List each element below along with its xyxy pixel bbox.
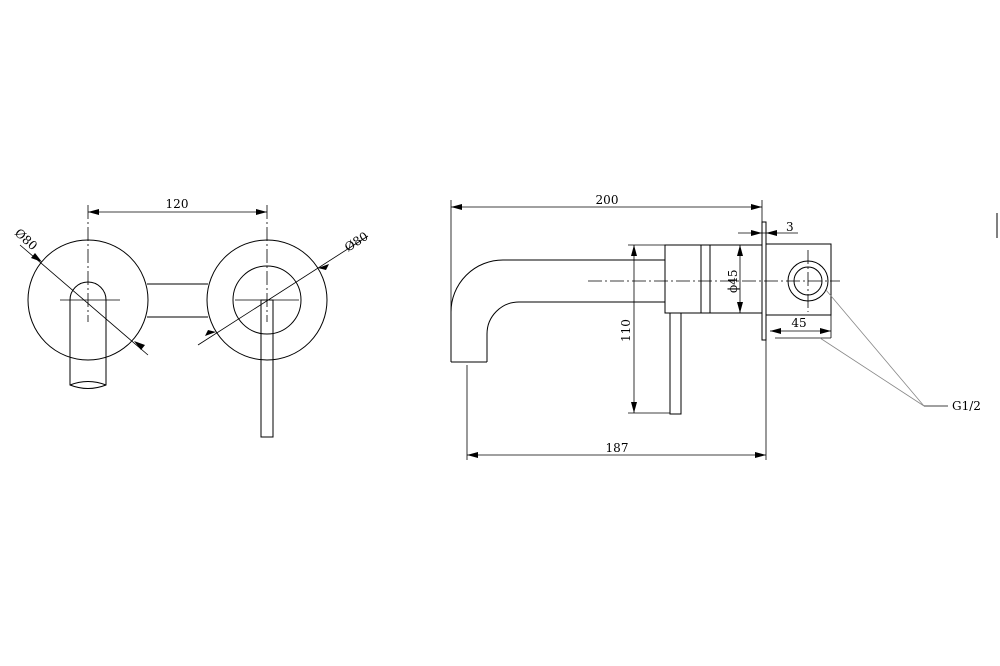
height-arrow-bottom — [631, 402, 637, 413]
body-diameter-text: ϕ45 — [726, 270, 740, 293]
box-depth-text: 45 — [791, 316, 806, 330]
spacing-arrow-right — [256, 209, 267, 215]
spout-side — [450, 259, 665, 362]
spout-length-arrow-left — [467, 452, 478, 458]
valve-box — [765, 243, 832, 316]
box-depth-arrow-left — [770, 328, 781, 334]
spacing-arrow-left — [88, 209, 99, 215]
mixer-body — [664, 244, 702, 314]
body-diameter-arrow-top — [737, 245, 743, 256]
mixer-body-collar — [701, 244, 711, 314]
spacing-dim-text: 120 — [166, 197, 189, 211]
left-diameter-text: Ø80 — [12, 226, 40, 253]
box-depth-arrow-right — [820, 328, 831, 334]
right-diameter-arrow-b — [318, 264, 329, 270]
plate-thickness-text: 3 — [786, 220, 794, 234]
thread-leader-b — [819, 337, 925, 407]
height-text: 110 — [619, 319, 633, 342]
right-diameter-leader — [197, 235, 369, 346]
left-diameter-leader — [19, 244, 149, 356]
handle-lever-side — [669, 312, 682, 415]
thread-leader-a — [825, 289, 925, 407]
plate-thickness-arrow-right — [766, 230, 777, 236]
spout-front — [69, 281, 107, 389]
front-view: 120 Ø80 Ø80 — [12, 197, 371, 438]
right-diameter-arrow-a — [205, 330, 216, 336]
spout-side-inner — [486, 301, 665, 362]
spout-front-opening — [69, 381, 107, 386]
total-length-arrow-left — [451, 204, 462, 210]
left-diameter-arrow-b — [134, 341, 145, 350]
thread-text: G1/2 — [952, 399, 981, 413]
spout-length-arrow-right — [755, 452, 766, 458]
plate-thickness-arrow-left — [751, 230, 762, 236]
spout-length-text: 187 — [606, 441, 629, 455]
body-diameter-arrow-bottom — [737, 302, 743, 313]
side-view: ϕ45 200 187 110 3 45 — [450, 193, 998, 460]
left-diameter-arrow-a — [31, 253, 42, 262]
total-length-arrow-right — [751, 204, 762, 210]
right-diameter-text: Ø80 — [342, 229, 371, 254]
height-arrow-top — [631, 245, 637, 256]
total-length-text: 200 — [596, 193, 619, 207]
